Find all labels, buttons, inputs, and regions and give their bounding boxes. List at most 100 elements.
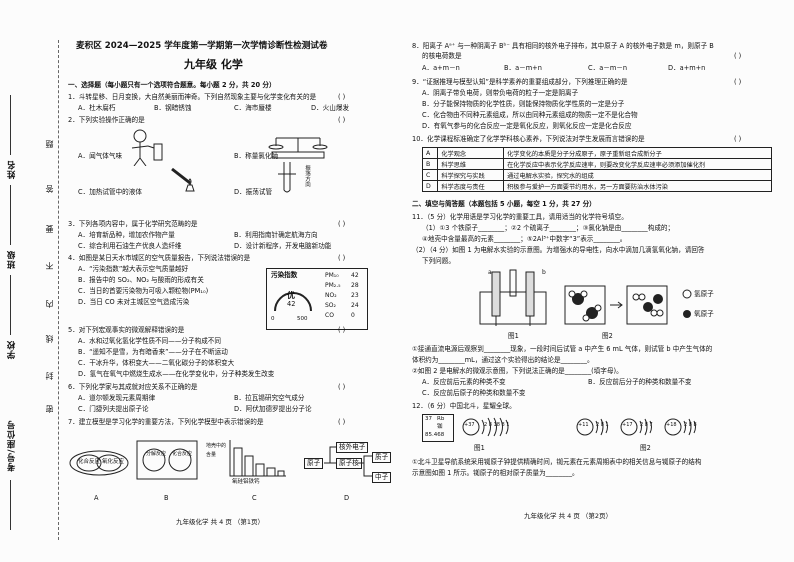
left-page: 姓名 班级 学校 考号/座位号 题 答 要 不 内 线 封 密 麦积区 2024… bbox=[0, 0, 392, 562]
model-d-node: 核外电子 bbox=[336, 442, 369, 453]
atom-structures-group bbox=[576, 418, 696, 436]
q2-option: A．闻气体气味 bbox=[78, 152, 123, 160]
seal-char: 不 bbox=[45, 262, 54, 270]
model-a-label: 化合反应 bbox=[78, 459, 101, 465]
q8-stem-cont: 的核电荷数是 bbox=[422, 52, 462, 60]
class-line bbox=[10, 185, 11, 245]
q9-option: B．分子能保持物质的化学性质，则能保持物质化学性质的一定是分子 bbox=[422, 100, 625, 108]
subject-title: 九年级 化学 bbox=[184, 58, 243, 71]
q11-sub1-cont: 体积约为________mL，通过这个实验得出的结论是________。 bbox=[412, 356, 594, 364]
smell-gas-illustration bbox=[131, 129, 163, 166]
table-cell: 积极参与爱护一方面要节约用水，另一方面要防治水体污染 bbox=[503, 180, 772, 192]
q11-part2-cont: 下列问题。 bbox=[422, 257, 455, 265]
exam-title: 麦积区 2024—2025 学年度第一学期第一次学情诊断性检测试卷 bbox=[76, 41, 328, 51]
q12-sub1: ①北斗卫星导航系统采用铷原子钟提供精确时间，铷元素在元素周期表中的相关信息与铷原… bbox=[412, 458, 702, 466]
q5-option: B．“遥知不是雪，为有暗香来”——分子在不断运动 bbox=[78, 348, 228, 356]
seal-char: 题 bbox=[45, 140, 54, 148]
q11-sub1: ①接通直流电源后观察到________现象，一段时间后试管 a 中产生 6 mL… bbox=[412, 345, 713, 353]
aqi-value: 42 bbox=[287, 300, 296, 308]
seal-char: 线 bbox=[45, 335, 54, 343]
shake-tube-illustration bbox=[278, 162, 296, 193]
q7-stem: 7．建立模型是学习化学的重要方法，下列化学模型中表示错误的是 bbox=[68, 418, 264, 426]
answer-paren: ( ) bbox=[338, 93, 346, 101]
bar-aluminum bbox=[255, 463, 265, 477]
figure-1-caption: 图1 bbox=[508, 332, 519, 340]
legend-oxygen: 氧原子 bbox=[694, 310, 714, 318]
table-cell: 科学态度与责任 bbox=[437, 180, 505, 192]
pollutant-name: SO₂ bbox=[325, 302, 336, 309]
model-a-diagram bbox=[69, 450, 129, 476]
section1-heading: 一、选择题（每小题只有一个选项符合题意。每小题 2 分，共 20 分） bbox=[68, 81, 276, 89]
pollutant-name: PM₁₀ bbox=[325, 272, 339, 279]
aqi-scale-high: 500 bbox=[297, 316, 308, 322]
q11-option: C．反应前后原子的种类和数量不变 bbox=[422, 389, 526, 397]
q11-option: A．反应前后元素的种类不变 bbox=[422, 378, 506, 386]
q1-option: C．海市蜃楼 bbox=[234, 104, 272, 112]
bar-silicon bbox=[244, 455, 254, 477]
rubidium-element-card: 37 Rb 铷 85.468 bbox=[422, 414, 454, 442]
q4-stem: 4．如图是某日天水市城区的空气质量报告，下列说法错误的是 bbox=[68, 254, 251, 262]
electrode-b-label: b bbox=[542, 269, 546, 276]
bar-calcium bbox=[277, 470, 285, 477]
q7-option-d: D bbox=[344, 494, 350, 502]
name-line bbox=[10, 95, 11, 155]
seal-char: 内 bbox=[45, 300, 54, 308]
table-row: C 科学探究与实践 通过电解水实验，探究水的组成 bbox=[421, 169, 772, 181]
model-d-node: 质子 bbox=[372, 452, 392, 463]
q3-option: A．培育新品种，增加农作物产量 bbox=[78, 231, 175, 239]
q3-option: D．设计新程序，开发电脑新功能 bbox=[234, 242, 332, 250]
electrode-a-label: a bbox=[488, 269, 492, 276]
electron-shells: 2 8 7 bbox=[640, 422, 653, 428]
exam-no-label: 考号/座位号 bbox=[7, 420, 17, 472]
model-d-connectors bbox=[324, 446, 372, 477]
q4-option: D．当日 CO 未对主城区空气造成污染 bbox=[78, 298, 190, 306]
air-quality-report: 污染指数 优 42 0 500 PM₁₀ 42 PM₂.₅ 28 NO₂ 23 … bbox=[266, 268, 368, 330]
q4-option: B．报告中的 SO₂、NO₂ 与酸雨的形成有关 bbox=[78, 276, 204, 284]
q10-stem: 10．化学课程标准确定了化学学科核心素养，下列说法对学生发展而言错误的是 bbox=[412, 135, 645, 143]
table-cell: C bbox=[421, 169, 439, 181]
q9-option: D．有氧气参与的化合反应一定是氧化反应，则氧化反应一定是化合反应 bbox=[422, 122, 632, 130]
binding-margin: 姓名 班级 学校 考号/座位号 题 答 要 不 内 线 封 密 bbox=[0, 0, 70, 562]
answer-paren: ( ) bbox=[734, 78, 742, 86]
q11-part2: （2）（4 分）如图 1 为电解水实验的示意图。为增强水的导电性，向水中滴加几滴… bbox=[412, 246, 705, 254]
q3-stem: 3．下列各项内容中，属于化学研究范畴的是 bbox=[68, 220, 198, 228]
aqi-quality: 优 bbox=[287, 291, 295, 300]
q11-line: ④地壳中含量最高的元素________；⑤2Al³⁺中数字“3”表示______… bbox=[422, 235, 627, 243]
answer-paren: ( ) bbox=[338, 326, 346, 334]
model-b-label: 分解反应 bbox=[146, 451, 167, 457]
q12-figure-2-caption: 图2 bbox=[640, 444, 651, 452]
q11-line: （1）①3 个铁原子________；②2 个硫离子________；③氯化钠是… bbox=[422, 224, 675, 232]
q8-option: A．a+m－n bbox=[422, 64, 460, 72]
name-label: 姓名 bbox=[7, 160, 17, 179]
pollutant-value: 42 bbox=[351, 272, 359, 279]
q8-option: C．a－m－n bbox=[588, 64, 628, 72]
pollutant-name: NO₂ bbox=[325, 292, 337, 299]
q1-stem: 1．斗转星移、日月变换，大自然美丽而神奇。下列自然现象主要与化学变化有关的是 bbox=[68, 93, 317, 101]
q2-option: C．加热试管中的液体 bbox=[78, 188, 142, 196]
balance-illustration bbox=[268, 137, 328, 159]
pollutant-name: CO bbox=[325, 312, 334, 319]
q11-stem: 11．（5 分）化学用语是学习化学的重要工具，请用适当的化学符号填空。 bbox=[412, 213, 628, 221]
bar-iron bbox=[266, 467, 276, 477]
aqi-gauge bbox=[274, 292, 312, 312]
q3-option: C．综合利用石油生产优良人造纤维 bbox=[78, 242, 182, 250]
q1-option: B．钢暗锈蚀 bbox=[154, 104, 192, 112]
model-c-bar-chart bbox=[229, 440, 286, 477]
model-c-x-label: 氧硅铝铁钙 bbox=[232, 479, 260, 485]
q5-stem: 5．对下列宏观事实的微观解释错误的是 bbox=[68, 326, 185, 334]
pollutant-name: PM₂.₅ bbox=[325, 282, 341, 289]
table-cell: 科学思维 bbox=[437, 158, 505, 170]
table-row: B 科学思维 在化学反应中表示化学反应速率，则要改变化学反应速率必须添加催化剂 bbox=[421, 158, 772, 170]
nucleus-charge: +17 bbox=[622, 422, 633, 428]
answer-paren: ( ) bbox=[338, 418, 346, 426]
answer-paren: ( ) bbox=[338, 383, 346, 391]
page-footer: 九年级化学 共 4 页 （第2页） bbox=[524, 512, 613, 520]
answer-paren: ( ) bbox=[338, 254, 346, 262]
q12-figure-1-caption: 图1 bbox=[474, 444, 485, 452]
electron-shells: 2 8 18 8 1 bbox=[484, 422, 510, 428]
answer-paren: ( ) bbox=[338, 220, 346, 228]
table-cell: 化学观念 bbox=[437, 147, 505, 159]
electron-shells: 2 8 1 bbox=[596, 422, 609, 428]
q2-stem: 2．下列实验操作正确的是 bbox=[68, 116, 145, 124]
q3-option: B．利用指南针确定航海方向 bbox=[234, 231, 318, 239]
